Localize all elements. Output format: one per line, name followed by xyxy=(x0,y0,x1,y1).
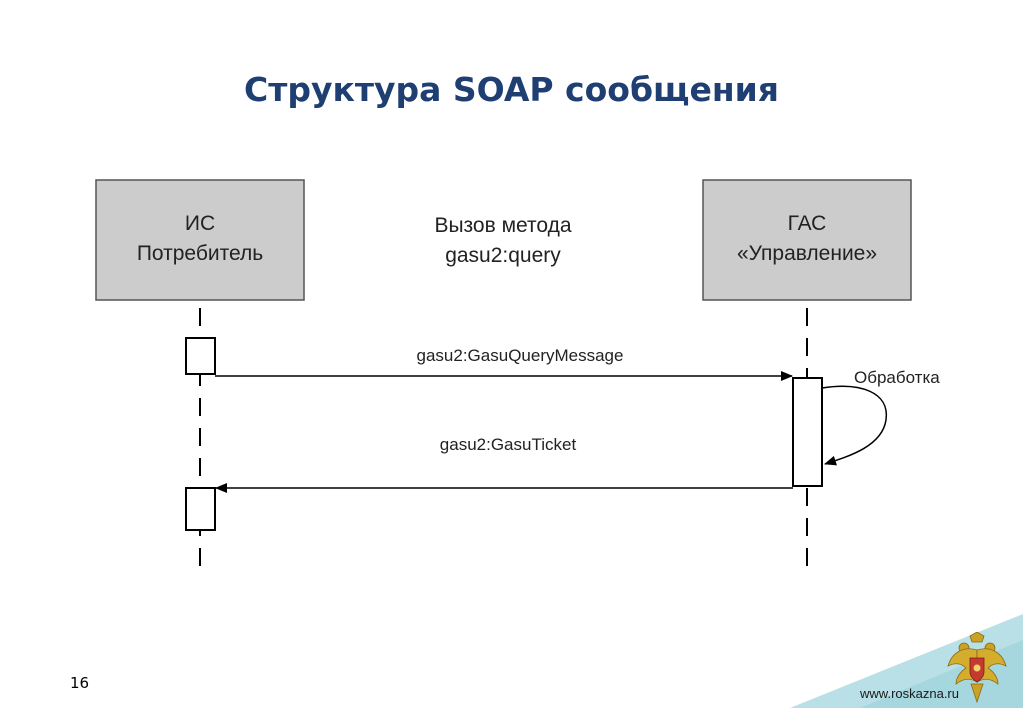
double-headed-eagle-emblem xyxy=(947,632,1007,704)
slide-title: Структура SOAP сообщения xyxy=(244,70,779,109)
method-call-line2: gasu2:query xyxy=(445,244,561,267)
participant-gas-line2: «Управление» xyxy=(737,242,877,265)
participant-gas-line1: ГАС xyxy=(788,212,827,235)
self-call-label: Обработка xyxy=(854,368,940,387)
participant-consumer: ИС Потребитель xyxy=(95,179,305,301)
participant-consumer-line1: ИС xyxy=(185,212,215,235)
activation-consumer-bottom xyxy=(185,487,216,531)
method-call-line1: Вызов метода xyxy=(434,214,571,237)
participant-consumer-line2: Потребитель xyxy=(137,242,263,265)
activation-gas xyxy=(792,377,823,487)
self-call-arrow xyxy=(821,385,887,466)
message-query-label: gasu2:GasuQueryMessage xyxy=(417,346,624,365)
activation-consumer-top xyxy=(185,337,216,375)
participant-gas: ГАС «Управление» xyxy=(702,179,912,301)
page-number: 16 xyxy=(70,674,90,692)
message-ticket-label: gasu2:GasuTicket xyxy=(440,435,577,454)
site-url-link[interactable]: www.roskazna.ru xyxy=(860,686,959,701)
